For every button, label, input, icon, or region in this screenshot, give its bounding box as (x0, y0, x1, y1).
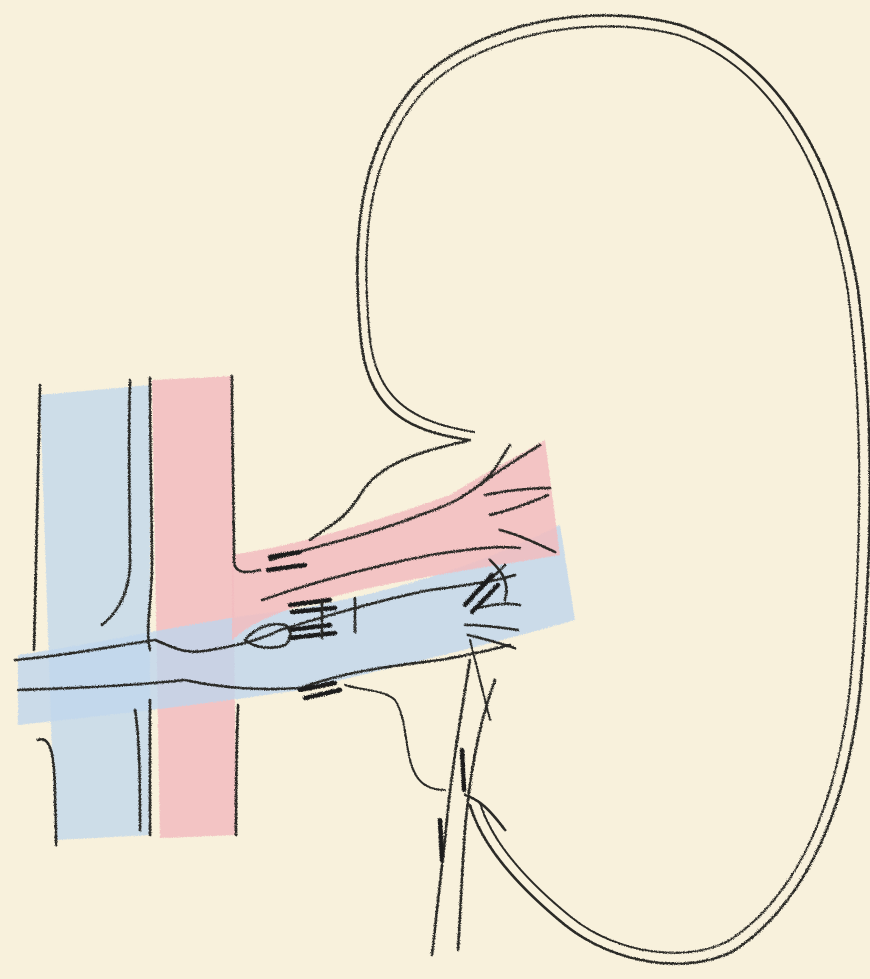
vena-cava-wash (40, 385, 150, 840)
ureter-clamp-upper (462, 750, 464, 790)
ureter-clamp-lower (440, 820, 442, 860)
aorta-wash (152, 376, 236, 838)
